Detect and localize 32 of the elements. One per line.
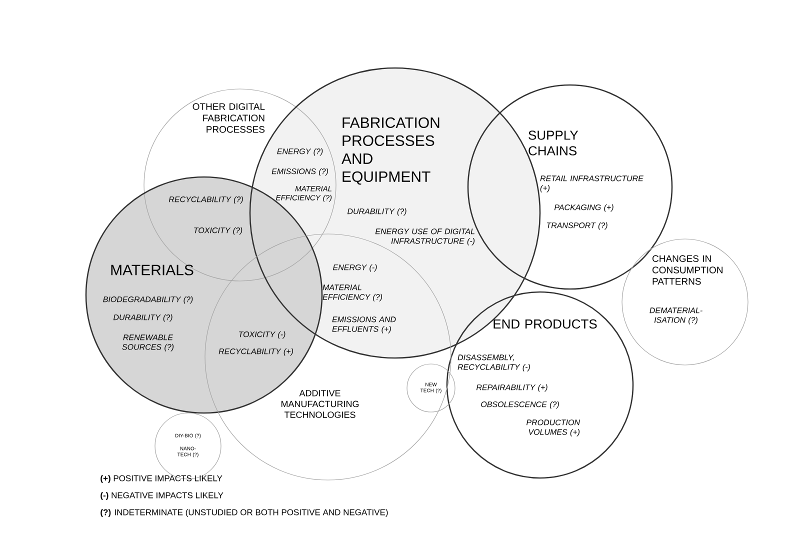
impact-label: RETAIL INFRASTRUCTURE (+)	[540, 176, 644, 192]
key-text: (-) NEGATIVE IMPACTS LIKELY	[100, 492, 224, 500]
impact-label: DISASSEMBLY, RECYCLABILITY (-)	[458, 354, 530, 372]
circle-heading: ADDITIVE MANUFACTURING TECHNOLOGIES	[282, 390, 359, 418]
circle-heading: SUPPLY CHAINS	[528, 130, 578, 156]
impact-label: PRODUCTION VOLUMES (+)	[526, 420, 580, 436]
circle-heading: FABRICATION PROCESSES AND EQUIPMENT	[342, 117, 440, 185]
impact-label: RENEWABLE SOURCES (?)	[122, 334, 174, 352]
impact-label: BIODEGRADABILITY (?)	[103, 296, 193, 304]
key-text: (?) INDETERMINATE (UNSTUDIED OR BOTH POSITIVE AND NEGATIVE)	[100, 509, 388, 517]
impact-label: ENERGY USE OF DIGITAL INFRASTRUCTURE (-)	[375, 228, 475, 246]
impact-label: RECYCLABILITY (+)	[218, 348, 293, 356]
impact-label: DEMATERIAL-ISATION (?)	[650, 308, 702, 324]
circle-heading: END PRODUCTS	[494, 319, 597, 329]
impact-label: TOXICITY (-)	[239, 331, 286, 339]
impact-label: DURABILITY (?)	[113, 314, 172, 322]
impact-label: REPAIRABILITY (+)	[476, 384, 548, 392]
impact-label: ENERGY (?)	[277, 148, 323, 156]
impact-label: MATERIAL EFFICIENCY (?)	[322, 284, 382, 302]
circle-heading: CHANGES IN CONSUMPTION PATTERNS	[652, 255, 722, 285]
impact-label: PACKAGING (+)	[554, 204, 614, 212]
impact-label: RECYCLABILITY (?)	[168, 196, 243, 204]
impact-label: TRANSPORT (?)	[546, 222, 608, 230]
impact-label: DURABILITY (?)	[347, 208, 406, 216]
impact-label: OBSOLESCENCE (?)	[481, 401, 559, 409]
impact-label: TOXICITY (?)	[194, 227, 242, 235]
impact-label: EMISSIONS AND EFFLUENTS (+)	[332, 316, 396, 334]
key-text: (+) POSITIVE IMPACTS LIKELY	[100, 475, 222, 483]
impact-label: ENERGY (-)	[333, 264, 377, 272]
impact-label: EMISSIONS (?)	[272, 168, 328, 176]
circle-heading: OTHER DIGITAL FABRICATION PROCESSES	[192, 103, 265, 133]
circle-heading: MATERIALS	[111, 264, 194, 276]
